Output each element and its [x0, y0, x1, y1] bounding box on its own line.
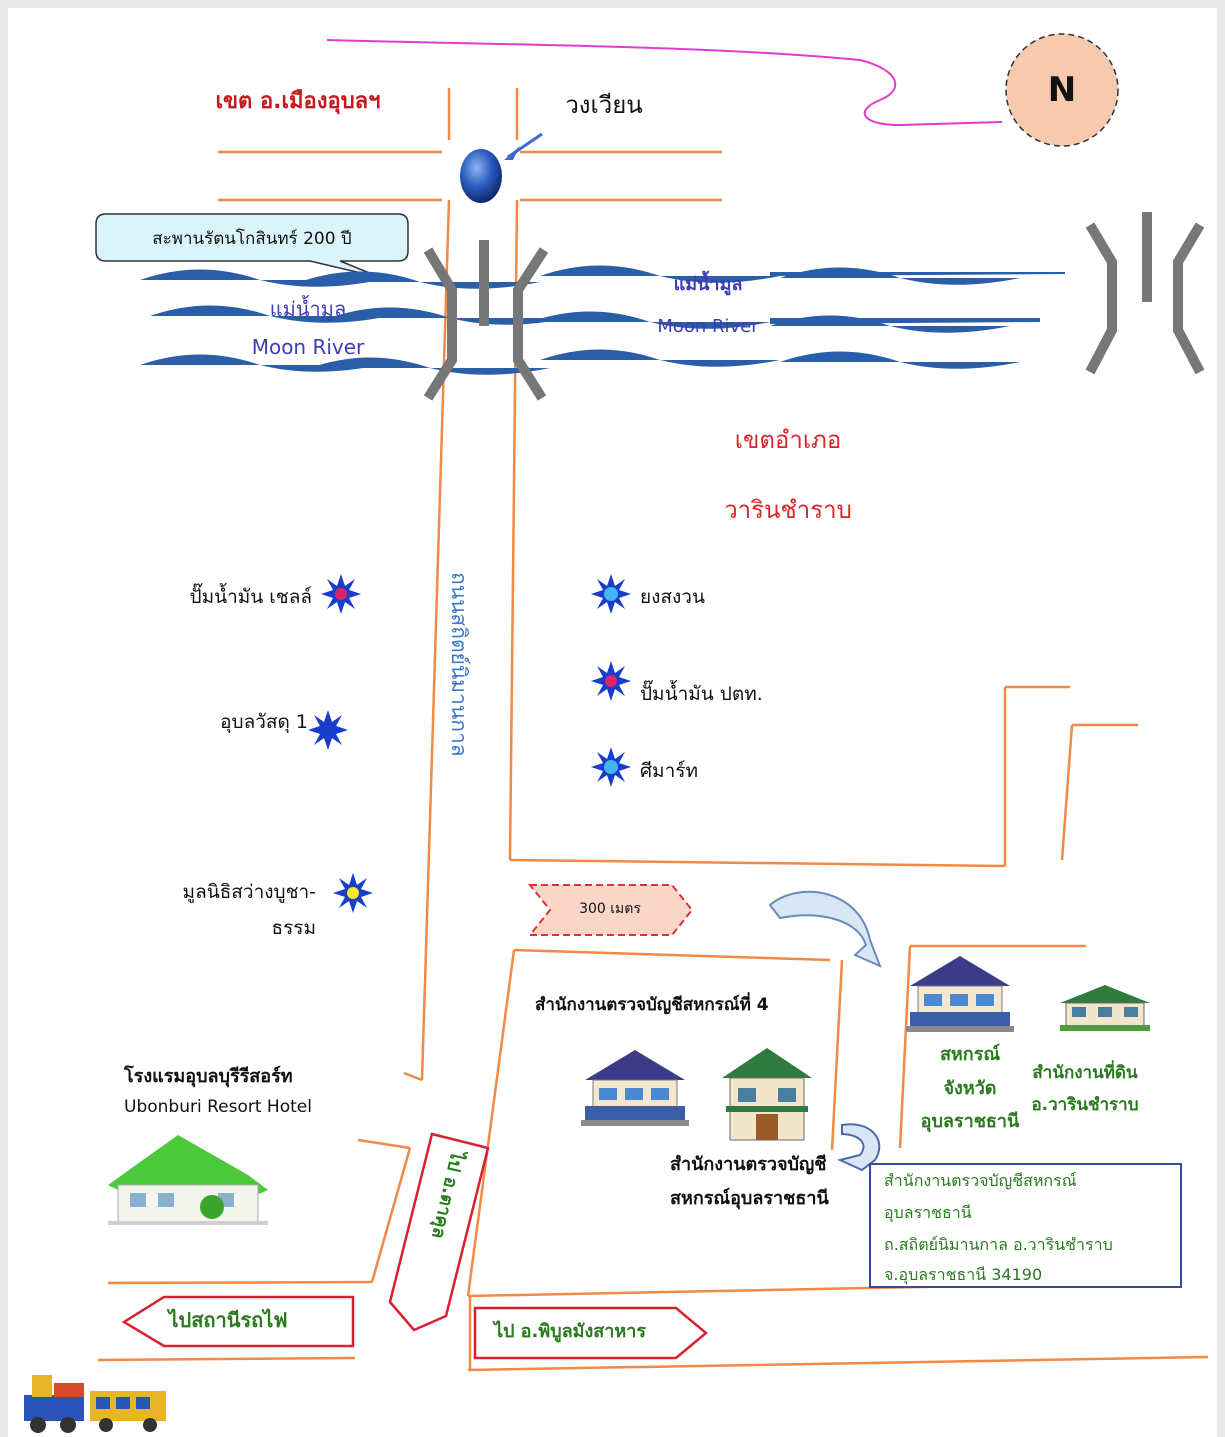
district-warin-line2: วารินชำราบ — [724, 496, 852, 524]
land-office-label-line1: สำนักงานที่ดิน — [1032, 1060, 1138, 1083]
land-office-building-icon — [1060, 985, 1150, 1031]
yongsuan-star-icon — [591, 574, 631, 614]
yongsuan-label: ยงสงวน — [640, 586, 705, 608]
to-station-label: ไปสถานีรถไฟ — [166, 1308, 287, 1332]
river-left-en: Moon River — [252, 335, 365, 359]
curved-arrow-small-icon — [836, 1123, 881, 1172]
address-box: สำนักงานตรวจบัญชีสหกรณ์ อุบลราชธานี ถ.สถ… — [869, 1163, 1182, 1288]
bridge-name-label: สะพานรัตนโกสินทร์ 200 ปี — [152, 228, 351, 249]
hotel-building-icon — [108, 1135, 268, 1225]
address-line4: จ.อุบลราชธานี 34190 — [884, 1265, 1042, 1285]
north-compass: N — [1005, 33, 1119, 147]
road-name-label: ถนนสถิตย์นิมานกาล — [447, 572, 471, 757]
coop-building-icon — [906, 956, 1014, 1032]
bridge-symbol-left — [423, 240, 549, 401]
river-right-en: Moon River — [657, 316, 759, 337]
bridge-name-callout: สะพานรัตนโกสินทร์ 200 ปี — [95, 213, 409, 279]
ptt-station-label: ปั๊มน้ำมัน ปตท. — [640, 680, 763, 705]
district-muang-label: เขต อ.เมืองอุบลฯ — [215, 89, 380, 115]
to-phibun-arrow[interactable]: ไป อ.พิบูลมังสาหาร — [473, 1306, 708, 1360]
coop-label-line1: สหกรณ์ — [940, 1043, 1000, 1065]
office-4-building-icon — [581, 1050, 689, 1126]
land-office-label-line2: อ.วารินชำราบ — [1031, 1095, 1138, 1115]
distance-badge-label: 300 เมตร — [579, 901, 641, 917]
address-line1: สำนักงานตรวจบัญชีสหกรณ์ — [884, 1171, 1077, 1190]
office-ubon-building-icon — [722, 1048, 812, 1141]
district-warin-line1: เขตอำเภอ — [735, 426, 842, 454]
ubon-wattadu-star-icon — [308, 710, 348, 750]
river-right-th: แม่น้ำมูล — [674, 270, 743, 296]
hotel-th-label: โรงแรมอุบลบุรีรีสอร์ท — [123, 1065, 293, 1088]
to-station-arrow[interactable]: ไปสถานีรถไฟ — [121, 1295, 355, 1348]
office-ubon-label-line2: สหกรณ์อุบลราชธานี — [670, 1187, 829, 1210]
foundation-label-line1: มูลนิธิสว่างบูชา- — [183, 881, 316, 903]
smart-label: ศีมาร์ท — [640, 760, 698, 782]
river-left-th: แม่น้ำมูล — [270, 295, 346, 322]
curved-arrow-icon — [768, 890, 882, 968]
address-line3: ถ.สถิตย์นิมานกาล อ.วารินชำราบ — [884, 1235, 1113, 1254]
train-icon — [24, 1375, 166, 1433]
office-4-label: สำนักงานตรวจบัญชีสหกรณ์ที่ 4 — [535, 992, 769, 1015]
shell-station-star-icon — [321, 574, 361, 614]
shell-station-label: ปั๊มน้ำมัน เชลล์ — [190, 583, 312, 608]
foundation-star-icon — [333, 873, 373, 913]
ptt-station-star-icon — [591, 661, 631, 701]
distance-badge: 300 เมตร — [527, 884, 694, 936]
ubon-wattadu-label: อุบลวัสดุ 1 — [220, 711, 308, 734]
address-line2: อุบลราชธานี — [884, 1203, 972, 1223]
bridge-symbol-right — [1085, 212, 1205, 375]
river-right — [530, 265, 1065, 369]
roundabout-marker — [460, 132, 543, 203]
roundabout-label: วงเวียน — [565, 91, 642, 119]
foundation-label-line2: ธรรม — [271, 917, 316, 939]
hotel-en-label: Ubonburi Resort Hotel — [124, 1097, 312, 1117]
to-south-arrow[interactable]: ไป อ.ตาคุล — [388, 1132, 490, 1332]
to-phibun-label: ไป อ.พิบูลมังสาหาร — [492, 1320, 646, 1343]
coop-label-line3: อุบลราชธานี — [921, 1111, 1020, 1133]
smart-star-icon — [591, 747, 631, 787]
north-label: N — [1048, 70, 1076, 110]
coop-label-line2: จังหวัด — [944, 1078, 997, 1099]
north-line — [326, 39, 1003, 127]
office-ubon-label-line1: สำนักงานตรวจบัญชี — [670, 1154, 827, 1175]
